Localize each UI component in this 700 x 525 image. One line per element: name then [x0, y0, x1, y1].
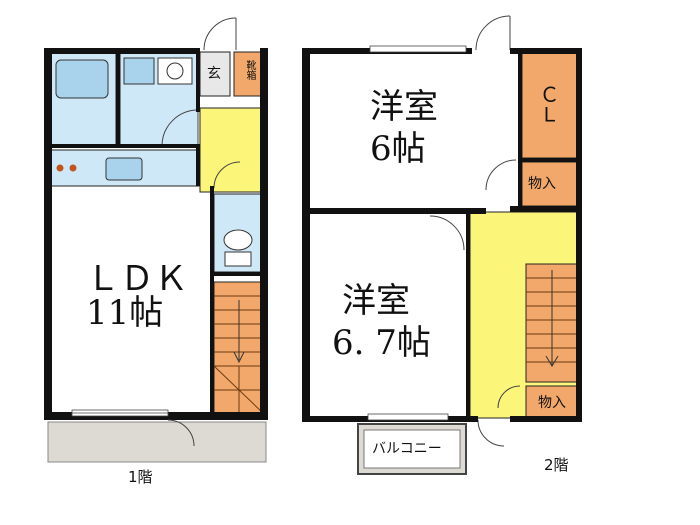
- terrace-1f: [47, 421, 267, 463]
- washbasin: [123, 57, 155, 85]
- entrance-label: 玄: [207, 66, 221, 82]
- kitchen-sink: [105, 157, 143, 181]
- balcony-label: バルコニー: [372, 441, 442, 457]
- western-room-1-size: 6帖: [370, 129, 426, 169]
- closet-label: ＣＬ: [536, 84, 560, 124]
- western-room-2-size: 6. 7帖: [332, 323, 431, 363]
- storage-2-label: 物入: [538, 395, 566, 411]
- entrance: [199, 51, 231, 97]
- ldk-room-name: ＬＤＫ: [86, 259, 188, 299]
- storage-1-label: 物入: [528, 176, 556, 192]
- western-room-2-name: 洋室: [342, 281, 410, 321]
- washing-machine: [157, 57, 193, 85]
- first-floor: [44, 17, 268, 463]
- closet: [521, 51, 579, 159]
- ldk-room-size: 11帖: [86, 293, 164, 333]
- shoe-cabinet-label: 靴箱: [244, 60, 255, 80]
- hallway-1f: [199, 107, 265, 193]
- second-floor-label: 2階: [544, 456, 569, 474]
- shoe-cabinet: [233, 51, 265, 97]
- bathtub: [55, 59, 109, 99]
- first-floor-label: 1階: [128, 468, 153, 486]
- second-floor: [302, 15, 582, 475]
- western-room-1-name: 洋室: [370, 87, 438, 127]
